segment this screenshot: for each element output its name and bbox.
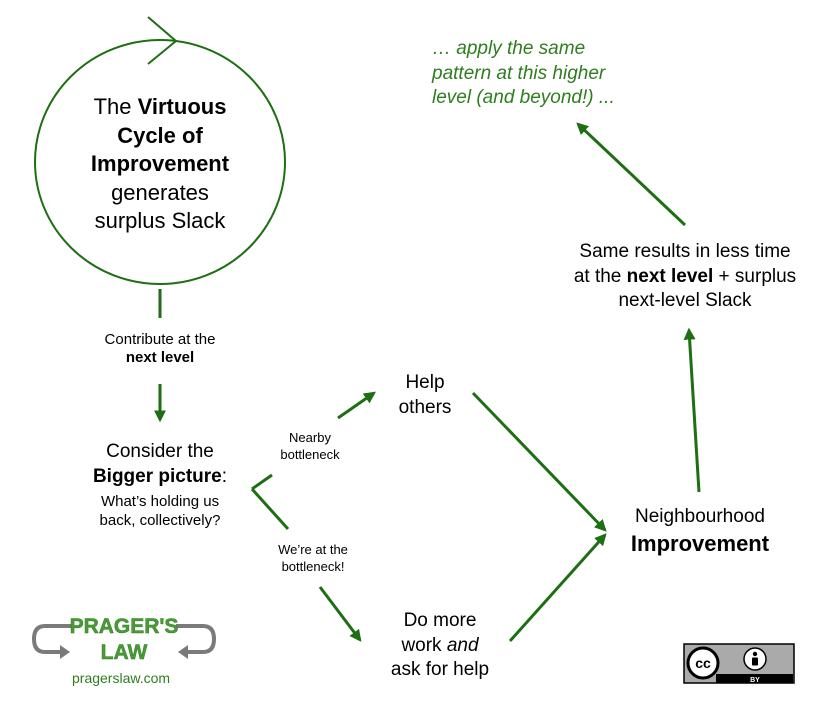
neighbourhood-label: Neighbourhood Improvement [610,505,790,558]
cycle-generates: generates [111,179,209,205]
arrow-to-do-more [318,586,362,642]
same-results-label: Same results in less time at the next le… [540,240,827,314]
neighbourhood-line1: Neighbourhood [635,506,765,527]
consider-bigger-picture: Bigger picture [92,465,222,487]
help-others-label: Help others [375,371,475,420]
arrow-help-to-neighbourhood [471,391,607,532]
branch-lower [250,487,290,531]
help-others-line1: Help [405,372,445,393]
do-more-line1: Do more [403,610,477,631]
nearby-label: Nearby bottleneck [265,430,355,464]
logo-arrow-left [31,624,72,654]
consider-colon: : [221,465,228,487]
arrow-to-help-others [337,391,376,420]
consider-line1: Consider the [106,441,214,462]
same-results-at-the: at the [573,265,627,287]
nearby-line2: bottleneck [280,446,340,462]
cycle-cycle-of: Cycle of [117,122,203,148]
apply-line2: pattern at this higher [432,62,606,84]
logo-url[interactable]: pragerslaw.com [72,670,171,686]
cc-symbol: cc [695,655,711,671]
same-results-line1: Same results in less time [579,241,791,262]
branch-upper [251,473,273,491]
same-results-line3: next-level Slack [618,290,752,312]
consider-block: Consider the Bigger picture: What’s hold… [70,440,250,530]
arrow-neighbourhood-to-same [683,327,701,493]
at-bottleneck-label: We’re at the bottleneck! [258,542,368,576]
cycle-text: The Virtuous Cycle of Improvement genera… [60,93,260,236]
do-more-label: Do more work and ask for help [370,609,510,683]
apply-label: … apply the same pattern at this higher … [432,37,692,111]
same-results-surplus: + surplus [713,265,797,287]
logo-word-pragers: PRAGER'S [70,615,179,638]
arrow-domore-to-neighbourhood [508,533,607,643]
consider-q2: back, collectively? [99,511,221,529]
at-bottleneck-line2: bottleneck! [281,558,345,574]
logo-arrow-right [176,624,217,654]
at-bottleneck-line1: We’re at the [278,542,348,557]
cycle-arrowhead [147,16,178,65]
cycle-improvement: Improvement [90,151,230,177]
neighbourhood-improvement: Improvement [630,530,770,556]
help-others-line2: others [398,396,452,418]
do-more-line3: ask for help [390,659,490,681]
consider-q1: What’s holding us [100,493,220,511]
contribute-next-level: next level [125,349,195,367]
nearby-line1: Nearby [289,430,331,445]
do-more-work: work [401,634,447,656]
by-label: BY [750,677,760,684]
contribute-line1: Contribute at the [104,331,216,348]
cycle-virtuous: Virtuous [137,94,227,119]
cycle-the: The [93,94,132,119]
logo-word-law: LAW [101,641,148,664]
logo-arrowhead-right [178,645,188,659]
same-results-next-level: next level [626,265,714,287]
logo-arrowhead-left [60,645,70,659]
do-more-and: and [446,634,479,656]
apply-line3: level (and beyond!) ... [432,87,615,109]
apply-line1: … apply the same [432,38,586,59]
contribute-label: Contribute at the next level [80,331,240,368]
cycle-surplus-slack: surplus Slack [94,208,226,234]
cc-by-badge: cc BY [683,643,795,684]
cycle-circle [34,39,286,285]
arrow-same-to-apply [576,122,687,227]
